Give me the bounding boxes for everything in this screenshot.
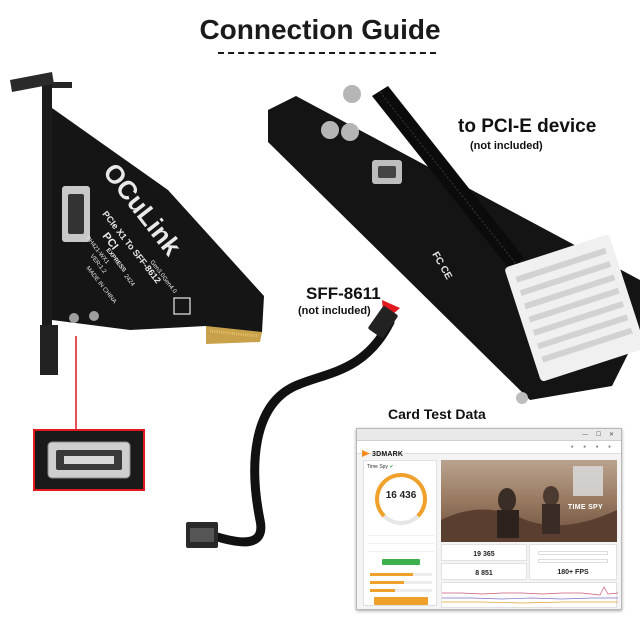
screw <box>89 311 99 321</box>
3dmark-logo-icon <box>362 450 370 457</box>
sff-label: SFF-8611 <box>306 284 381 303</box>
status-badge <box>382 559 420 565</box>
hero-banner: TIME SPY <box>441 460 617 542</box>
pcie-device-label: to PCI-E device <box>458 116 597 137</box>
score-panel: Time Spy ✔ 16 436 <box>363 460 437 606</box>
cpu-score: 8 851 <box>475 570 493 577</box>
result-bar <box>370 589 432 592</box>
title-underline <box>218 52 436 54</box>
list-item <box>368 539 434 544</box>
window-controls-icon[interactable]: — ☐ ✕ <box>582 432 617 438</box>
graph-line <box>442 597 618 600</box>
fps-card: 180+ FPS <box>529 544 617 580</box>
capacitor <box>321 121 339 139</box>
sff-note: (not included) <box>298 305 371 317</box>
riser-board: FC CE <box>268 85 640 404</box>
cable-plug-top <box>368 306 398 338</box>
bracket <box>10 72 72 375</box>
card-test-label: Card Test Data <box>388 406 486 422</box>
capacitor <box>341 123 359 141</box>
capacitor <box>343 85 361 103</box>
benchmark-window: — ☐ ✕ 3DMARK ● ● ● ● Time Spy ✔ 16 436 T… <box>356 428 622 610</box>
graphics-score: 19 365 <box>473 551 495 558</box>
pcie-device-note: (not included) <box>470 140 543 152</box>
cpu-score-card: 8 851 <box>441 563 527 580</box>
window-titlebar: — ☐ ✕ <box>357 429 621 441</box>
nav-icons[interactable]: ● ● ● ● <box>570 444 615 450</box>
list-item <box>368 547 434 552</box>
app-brand: 3DMARK <box>372 451 404 458</box>
hero-art <box>441 466 617 542</box>
fps-value: 180+ FPS <box>557 569 589 576</box>
overall-score: 16 436 <box>385 490 417 501</box>
card-logo-mark <box>173 297 191 315</box>
result-bar <box>370 581 432 584</box>
screw <box>69 313 79 323</box>
list-item <box>368 531 434 536</box>
oculink-cable <box>186 306 398 548</box>
window-nav: 3DMARK <box>357 441 621 458</box>
compare-button[interactable] <box>374 597 428 605</box>
bracket-tab <box>10 72 54 92</box>
graph-line <box>442 601 618 604</box>
graph-line <box>442 586 619 596</box>
hero-test-label: TIME SPY <box>567 504 603 511</box>
page-title: Connection Guide <box>199 14 441 45</box>
result-bar <box>370 573 432 576</box>
test-name: Time Spy <box>367 464 388 470</box>
score-gauge <box>375 473 427 525</box>
port-zoom-box <box>33 429 145 491</box>
preset-select[interactable] <box>538 551 608 555</box>
check-icon: ✔ <box>389 464 394 470</box>
monitoring-graph <box>441 582 619 608</box>
resolution-select[interactable] <box>538 559 608 563</box>
graphics-score-card: 19 365 <box>441 544 527 561</box>
adapter-card-pcb <box>52 108 264 344</box>
screw <box>516 392 528 404</box>
